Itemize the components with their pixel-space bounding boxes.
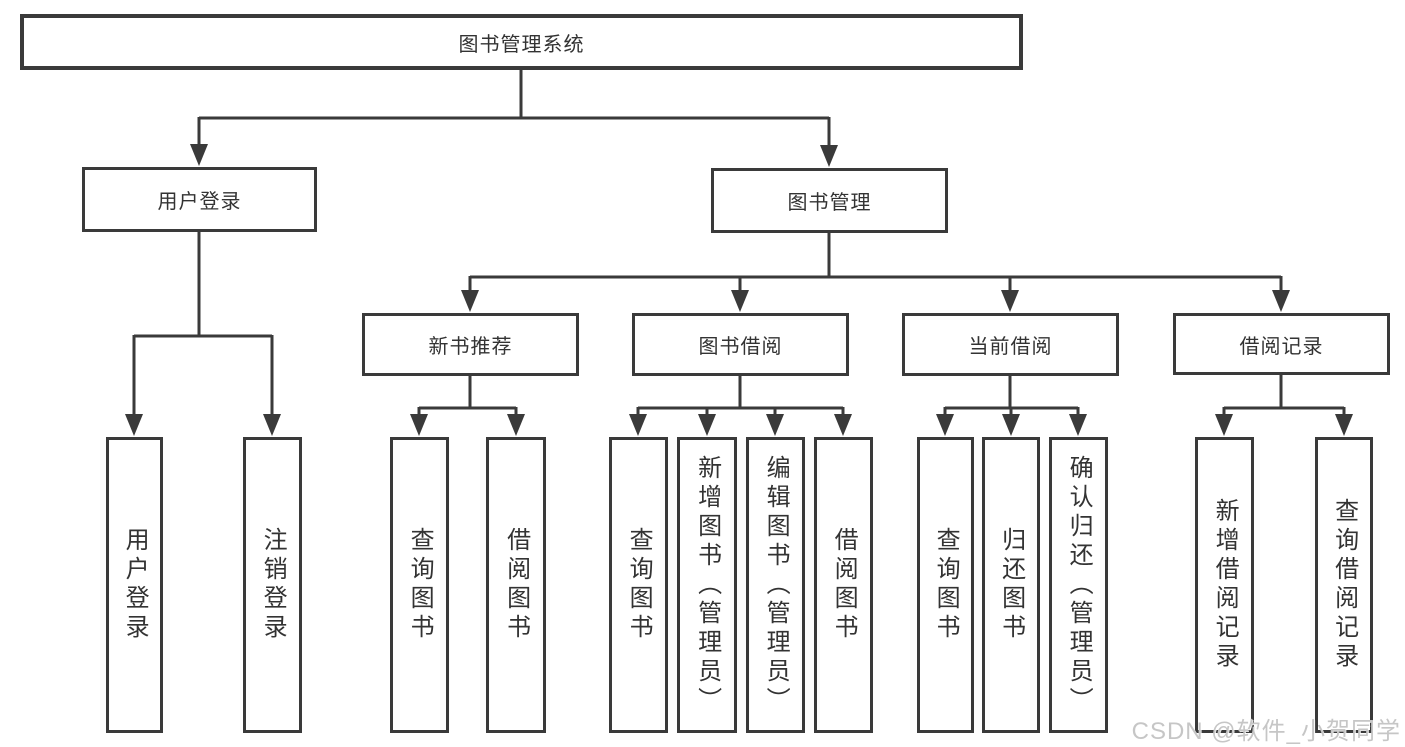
leaf-return-books: 归还图书	[982, 437, 1040, 733]
leaf-user-login: 用户登录	[106, 437, 163, 733]
leaf-edit-books-admin: 编辑图书（管理员）	[746, 437, 805, 733]
node-library-management-system: 图书管理系统	[20, 14, 1023, 70]
node-label: 当前借阅	[968, 336, 1053, 358]
node-label: 编辑图书（管理员）	[762, 454, 790, 716]
leaf-query-books-borrowing: 查询图书	[609, 437, 668, 733]
node-label: 注销登录	[259, 527, 287, 643]
node-label: 查询图书	[406, 527, 434, 643]
node-new-book-recommendation: 新书推荐	[362, 313, 579, 376]
node-user-login-group: 用户登录	[82, 167, 317, 232]
leaf-query-books-current: 查询图书	[917, 437, 974, 733]
node-label: 用户登录	[157, 191, 242, 213]
leaf-query-books-recommend: 查询图书	[390, 437, 449, 733]
node-label: 借阅图书	[502, 527, 530, 643]
leaf-confirm-return-admin: 确认归还（管理员）	[1049, 437, 1108, 733]
node-label: 查询图书	[625, 527, 653, 643]
node-label: 图书管理	[787, 192, 872, 214]
node-borrowing-records: 借阅记录	[1173, 313, 1390, 375]
arrowhead-group	[125, 144, 1353, 436]
node-label: 图书管理系统	[458, 33, 585, 56]
node-book-management-group: 图书管理	[711, 168, 948, 233]
leaf-query-borrow-record: 查询借阅记录	[1315, 437, 1373, 733]
node-current-borrowing: 当前借阅	[902, 313, 1119, 376]
node-label: 借阅图书	[830, 527, 858, 643]
node-label: 查询图书	[932, 527, 960, 643]
leaf-borrow-books-recommend: 借阅图书	[486, 437, 546, 733]
node-label: 归还图书	[997, 527, 1025, 643]
csdn-watermark: CSDN @软件_小贺同学	[1131, 718, 1401, 745]
node-label: 新增借阅记录	[1211, 498, 1239, 672]
node-label: 图书借阅	[698, 336, 783, 358]
node-label: 确认归还（管理员）	[1065, 454, 1093, 716]
node-label: 用户登录	[121, 527, 149, 643]
node-label: 借阅记录	[1239, 335, 1324, 358]
node-label: 新书推荐	[428, 336, 513, 358]
node-label: 新增图书（管理员）	[693, 454, 721, 716]
node-book-borrowing: 图书借阅	[632, 313, 849, 376]
leaf-add-borrow-record: 新增借阅记录	[1195, 437, 1254, 733]
leaf-add-books-admin: 新增图书（管理员）	[677, 437, 737, 733]
leaf-borrow-books-borrowing: 借阅图书	[814, 437, 873, 733]
leaf-logout: 注销登录	[243, 437, 302, 733]
node-label: 查询借阅记录	[1330, 498, 1358, 672]
